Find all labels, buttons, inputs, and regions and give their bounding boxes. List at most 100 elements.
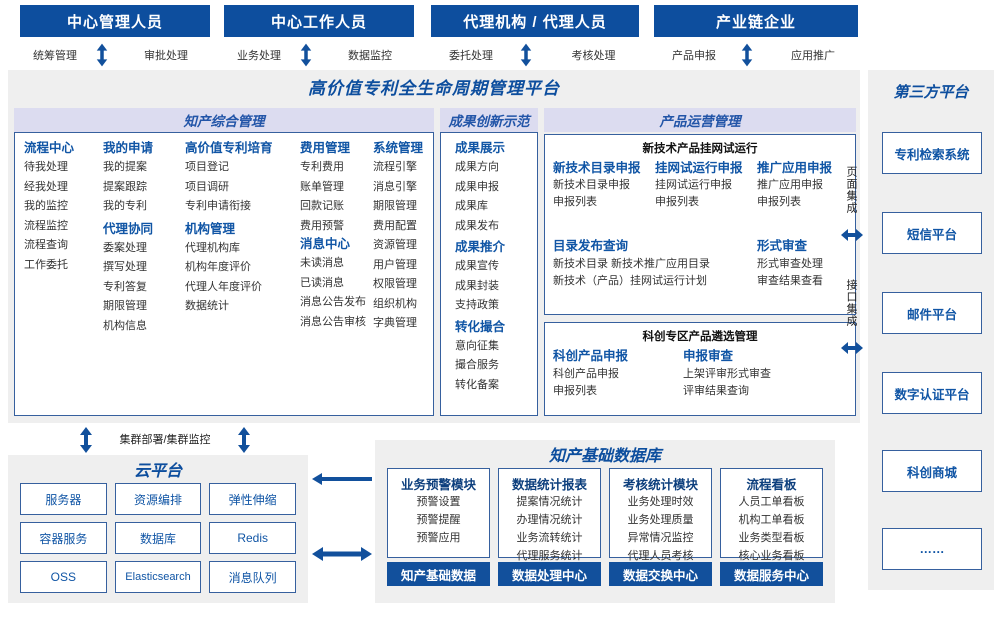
menu-item[interactable]: 项目登记 [185, 161, 229, 173]
db-card-item[interactable]: 代理人员考核 [627, 550, 694, 562]
db-card-item[interactable]: 核心业务看板 [738, 550, 805, 562]
cloud-cell-oss[interactable]: OSS [20, 561, 107, 593]
menu-item[interactable]: 资源管理 [373, 239, 417, 251]
db-card-item[interactable]: 人员工单看板 [738, 496, 805, 508]
menu-item[interactable]: 成果申报 [455, 180, 499, 193]
menu-item[interactable]: 已读消息 [300, 276, 344, 289]
menu-item[interactable]: 我的提案 [103, 161, 147, 173]
db-card-item[interactable]: 代理服务统计 [516, 550, 583, 562]
menu-item[interactable]: 期限管理 [103, 300, 147, 312]
menu-item[interactable]: 流程查询 [24, 239, 68, 251]
menu-item[interactable]: 转化备案 [455, 378, 499, 391]
menu-item[interactable]: 成果封装 [455, 279, 499, 292]
cloud-cell-redis[interactable]: Redis [209, 522, 297, 554]
menu-item[interactable]: 委案处理 [103, 241, 147, 254]
cloud-cell-elasticsearch[interactable]: Elasticsearch [114, 561, 202, 593]
third-party-card-digital-cert[interactable]: 数字认证平台 [882, 372, 982, 414]
db-card-item[interactable]: 业务类型看板 [738, 532, 805, 544]
db-foot-processing-center[interactable]: 数据处理中心 [498, 562, 601, 586]
menu-item[interactable]: 上架评审形式审查 [683, 368, 771, 380]
menu-item[interactable]: 申报列表 [553, 196, 597, 208]
menu-item[interactable]: 新技术目录 新技术推广应用目录 [553, 258, 711, 270]
cloud-cell-elastic-scaling[interactable]: 弹性伸缩 [209, 483, 297, 515]
menu-item[interactable]: 科创产品申报 [553, 368, 619, 380]
menu-item[interactable]: 账单管理 [300, 180, 344, 193]
menu-item[interactable]: 组织机构 [373, 297, 417, 310]
menu-item[interactable]: 专利答复 [103, 280, 147, 293]
menu-item[interactable]: 专利费用 [300, 161, 344, 173]
menu-item[interactable]: 成果库 [455, 200, 488, 212]
menu-item[interactable]: 代理机构库 [185, 241, 240, 254]
db-card-item[interactable]: 业务处理时效 [627, 496, 694, 508]
db-card-item[interactable]: 办理情况统计 [516, 514, 583, 526]
db-card-item[interactable]: 业务处理质量 [627, 514, 694, 526]
menu-item[interactable]: 消息公告审核 [300, 315, 366, 328]
db-card-item[interactable]: 机构工单看板 [738, 514, 805, 526]
db-card-item[interactable]: 提案情况统计 [516, 496, 583, 508]
db-card-item[interactable]: 预警提醒 [416, 514, 461, 526]
menu-item[interactable]: 费用预警 [300, 219, 344, 232]
third-party-card-sms[interactable]: 短信平台 [882, 212, 982, 254]
db-card-item[interactable]: 预警设置 [416, 496, 461, 508]
third-party-card-patent-search[interactable]: 专利检索系统 [882, 132, 982, 174]
role-bar-center-admin[interactable]: 中心管理人员 [20, 5, 210, 37]
db-foot-service-center[interactable]: 数据服务中心 [720, 562, 823, 586]
cloud-cell-container-service[interactable]: 容器服务 [20, 522, 107, 554]
menu-item[interactable]: 申报列表 [757, 196, 801, 208]
menu-item[interactable]: 代理人年度评价 [185, 280, 262, 293]
menu-item[interactable]: 支持政策 [455, 299, 499, 311]
menu-item[interactable]: 挂网试运行申报 [655, 179, 732, 191]
menu-item[interactable]: 意向征集 [455, 339, 499, 352]
cloud-cell-database[interactable]: 数据库 [114, 522, 202, 554]
menu-item[interactable]: 申报列表 [655, 196, 699, 208]
menu-item[interactable]: 费用配置 [373, 219, 417, 232]
db-card-item[interactable]: 业务流转统计 [516, 532, 583, 544]
menu-item[interactable]: 撰写处理 [103, 261, 147, 273]
menu-item[interactable]: 经我处理 [24, 180, 68, 193]
menu-item[interactable]: 用户管理 [373, 258, 417, 271]
menu-item[interactable]: 审查结果查看 [757, 275, 823, 287]
third-party-card-more[interactable]: …… [882, 528, 982, 570]
menu-item[interactable]: 我的专利 [103, 200, 147, 212]
menu-item[interactable]: 新技术（产品）挂网试运行计划 [553, 275, 707, 287]
role-bar-center-staff[interactable]: 中心工作人员 [224, 5, 414, 37]
menu-item[interactable]: 推广应用申报 [757, 179, 823, 191]
db-card-item[interactable]: 预警应用 [416, 532, 461, 544]
menu-item[interactable]: 成果宣传 [455, 260, 499, 272]
menu-item[interactable]: 新技术目录申报 [553, 179, 630, 191]
role-bar-industry-enterprise[interactable]: 产业链企业 [654, 5, 858, 37]
menu-item[interactable]: 工作委托 [24, 258, 68, 271]
menu-item[interactable]: 未读消息 [300, 257, 344, 269]
menu-item[interactable]: 撮合服务 [455, 359, 499, 371]
menu-item[interactable]: 成果方向 [455, 161, 499, 173]
db-foot-exchange-center[interactable]: 数据交换中心 [609, 562, 712, 586]
menu-item[interactable]: 形式审查处理 [757, 258, 823, 270]
menu-item[interactable]: 待我处理 [24, 161, 68, 173]
menu-item[interactable]: 我的监控 [24, 200, 68, 212]
menu-item[interactable]: 申报列表 [553, 385, 597, 397]
role-bar-agency[interactable]: 代理机构 / 代理人员 [431, 5, 639, 37]
third-party-card-innovation-mall[interactable]: 科创商城 [882, 450, 982, 492]
menu-item[interactable]: 项目调研 [185, 180, 229, 193]
menu-item[interactable]: 流程引擎 [373, 161, 417, 173]
cloud-cell-message-queue[interactable]: 消息队列 [209, 561, 297, 593]
menu-item[interactable]: 成果发布 [455, 219, 499, 232]
menu-item[interactable]: 机构年度评价 [185, 261, 251, 273]
menu-item[interactable]: 字典管理 [373, 317, 417, 329]
menu-item[interactable]: 专利申请衔接 [185, 200, 251, 212]
cloud-cell-resource-orchestration[interactable]: 资源编排 [114, 483, 202, 515]
db-card-item[interactable]: 异常情况监控 [627, 532, 694, 544]
menu-item[interactable]: 提案跟踪 [103, 180, 147, 193]
db-foot-basic-data[interactable]: 知产基础数据 [387, 562, 490, 586]
menu-item[interactable]: 权限管理 [373, 278, 417, 290]
menu-item[interactable]: 消息引擎 [373, 180, 417, 193]
third-party-card-email[interactable]: 邮件平台 [882, 292, 982, 334]
menu-item[interactable]: 机构信息 [103, 319, 147, 332]
menu-item[interactable]: 回款记账 [300, 200, 344, 212]
menu-item[interactable]: 流程监控 [24, 219, 68, 232]
menu-item[interactable]: 消息公告发布 [300, 296, 366, 308]
menu-item[interactable]: 期限管理 [373, 200, 417, 212]
cloud-cell-server[interactable]: 服务器 [20, 483, 107, 515]
menu-item[interactable]: 评审结果查询 [683, 385, 749, 397]
menu-item[interactable]: 数据统计 [185, 300, 229, 312]
